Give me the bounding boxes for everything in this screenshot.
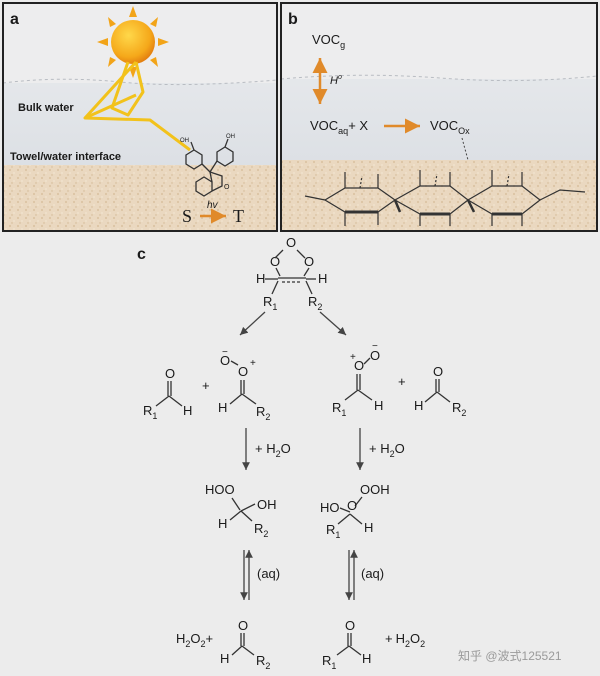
svg-text:R2: R2: [256, 653, 270, 671]
triplet-label: T: [233, 206, 244, 226]
panel-c: c O O O H H R1 R2 O: [137, 235, 466, 671]
aq-right: (aq): [361, 566, 384, 581]
svg-text:O: O: [370, 348, 380, 363]
svg-text:R2: R2: [254, 521, 268, 539]
svg-text:O: O: [165, 366, 175, 381]
svg-text:R2: R2: [308, 294, 322, 312]
hydroperoxide-left: HOO OH H R2: [205, 482, 277, 539]
panel-c-letter: c: [137, 246, 146, 263]
plus-left: +: [202, 378, 210, 393]
svg-text:H: H: [374, 398, 383, 413]
svg-text:O: O: [238, 364, 248, 379]
criegee-intermediate-r1: + O O − R1 H: [332, 341, 383, 418]
svg-text:R1: R1: [326, 522, 340, 540]
aldehyde-product-r1: O R1 H: [322, 618, 371, 671]
svg-text:OOH: OOH: [360, 482, 390, 497]
watermark: 知乎 @波式125521: [458, 649, 562, 663]
svg-text:O: O: [220, 353, 230, 368]
aq-left: (aq): [257, 566, 280, 581]
split-arrow-left: [239, 311, 266, 336]
aldehyde-r2: O H R2: [414, 364, 466, 418]
voc-gas-label: VOCg: [312, 32, 345, 50]
svg-text:HO: HO: [320, 500, 340, 515]
aldehyde-r1: O R1 H: [143, 366, 192, 421]
svg-text:R1: R1: [263, 294, 277, 312]
panel-b: b VOCg Ho VOCaq+ X VOCOx: [280, 2, 598, 232]
svg-text:+: +: [350, 352, 356, 363]
svg-text:−: −: [372, 341, 378, 352]
water-right: + H2O: [369, 441, 405, 459]
h2o2-left: H2O2+: [176, 631, 213, 649]
svg-text:R1: R1: [143, 403, 157, 421]
split-arrow-right: [319, 311, 347, 336]
photosensitizer-molecule: [185, 138, 234, 197]
interface-label: Towel/water interface: [10, 151, 121, 163]
light-ray: [83, 60, 191, 152]
svg-text:+: +: [250, 358, 256, 369]
sun-icon: [97, 6, 169, 78]
svg-text:O: O: [347, 498, 357, 513]
svg-text:HOO: HOO: [205, 482, 235, 497]
svg-text:R1: R1: [322, 653, 336, 671]
voc-ox-label: VOCOx: [430, 118, 470, 136]
water-left: + H2O: [255, 441, 291, 459]
panel-a: a Bulk water Towel/water interface: [2, 2, 278, 232]
svg-text:H: H: [218, 400, 227, 415]
svg-text:H: H: [256, 271, 265, 286]
svg-text:−: −: [222, 347, 228, 358]
svg-text:O: O: [345, 618, 355, 633]
panel-a-letter: a: [10, 11, 19, 28]
svg-text:O: O: [270, 254, 280, 269]
oh-label-2: OH: [226, 134, 235, 140]
svg-text:O: O: [304, 254, 314, 269]
voc-aq-label: VOCaq+ X: [310, 118, 368, 136]
criegee-intermediate-r2: O − O + H R2: [218, 347, 270, 422]
aldehyde-product-r2: O H R2: [220, 618, 270, 671]
svg-text:OH: OH: [257, 497, 277, 512]
singlet-label: S: [182, 206, 192, 226]
svg-text:O: O: [286, 235, 296, 250]
equilibrium-arrow-left: [240, 550, 253, 600]
primary-ozonide: O O O H H R1 R2: [256, 235, 327, 312]
svg-text:R2: R2: [256, 404, 270, 422]
svg-text:O: O: [238, 618, 248, 633]
svg-text:O: O: [433, 364, 443, 379]
hv-label: hv: [207, 200, 219, 211]
svg-text:H: H: [220, 651, 229, 666]
svg-text:H: H: [364, 520, 373, 535]
hydroperoxide-right: OOH O HO R1 H: [320, 482, 390, 540]
o-label: O: [224, 184, 230, 191]
plus-right: +: [398, 374, 406, 389]
svg-text:H: H: [218, 516, 227, 531]
svg-text:H: H: [183, 403, 192, 418]
svg-text:R1: R1: [332, 400, 346, 418]
oh-label-1: OH: [180, 138, 189, 144]
svg-text:H: H: [362, 651, 371, 666]
cellulose-chain: [304, 170, 586, 226]
h2o2-right: +H2O2: [385, 631, 425, 649]
equilibrium-arrow-right: [345, 550, 358, 600]
svg-text:R2: R2: [452, 400, 466, 418]
panel-b-letter: b: [288, 11, 298, 28]
svg-text:O: O: [354, 358, 364, 373]
svg-text:H: H: [318, 271, 327, 286]
bulk-water-label: Bulk water: [18, 102, 74, 114]
svg-text:H: H: [414, 398, 423, 413]
henry-constant-label: Ho: [330, 74, 342, 87]
